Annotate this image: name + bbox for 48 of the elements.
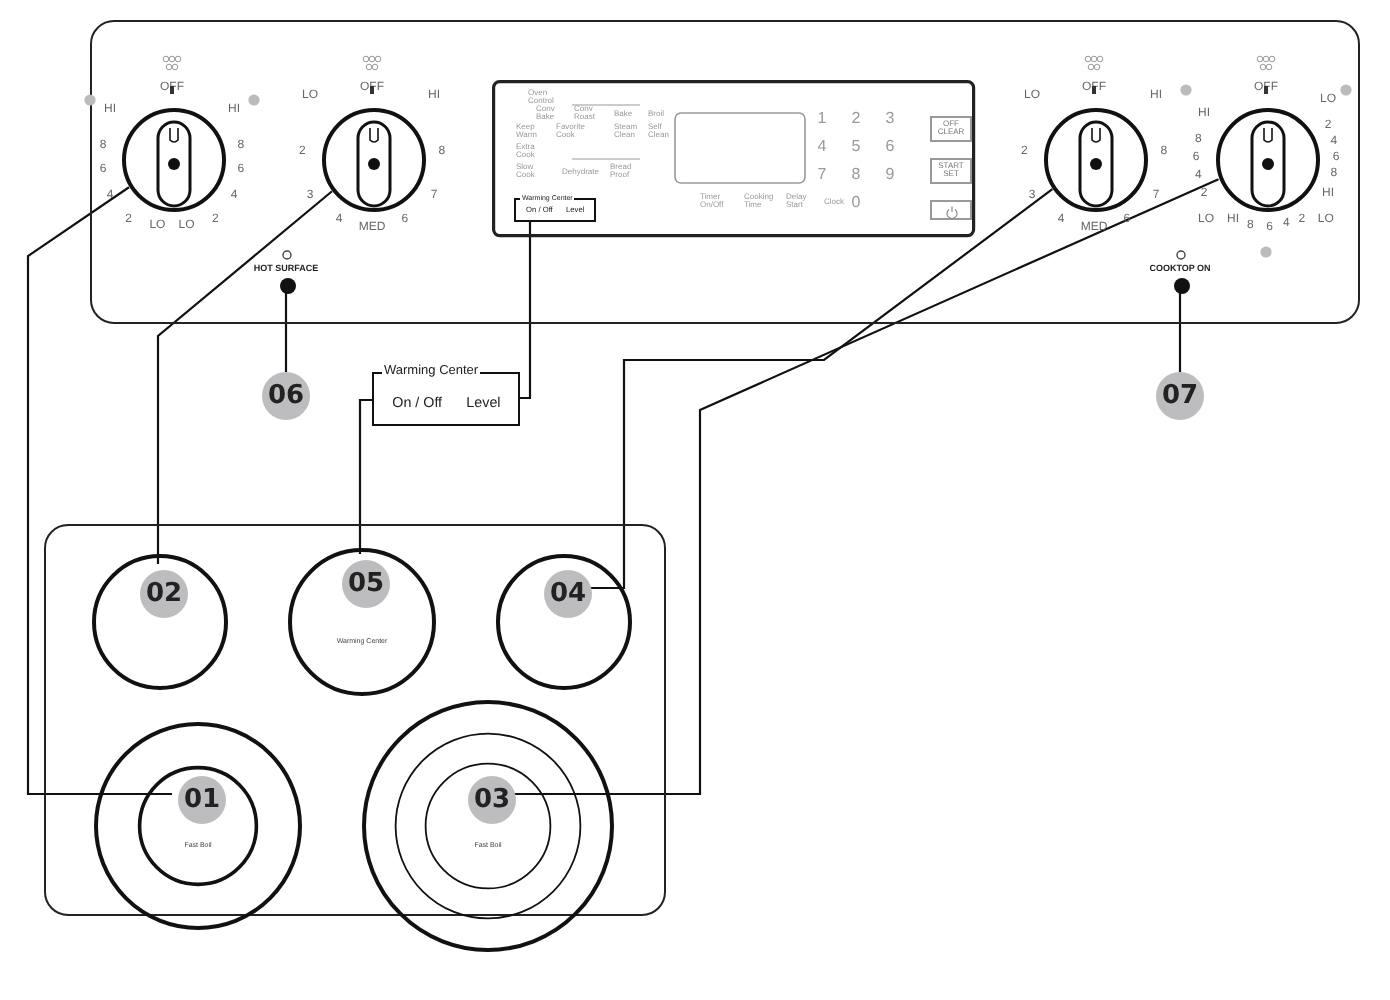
keypad-digit: 2 [851, 109, 861, 127]
callout-label: 07 [1161, 381, 1199, 411]
leader-line [520, 220, 532, 400]
leader-line [586, 188, 1053, 590]
callout-number [140, 570, 188, 618]
callout-number [262, 372, 310, 420]
callout-label: 01 [183, 785, 221, 815]
burner-ring [92, 554, 228, 690]
indicator-light [1174, 278, 1190, 294]
callout-number [1156, 372, 1204, 420]
control-knob [1216, 108, 1320, 212]
burner-ring [362, 700, 614, 952]
callout-label: 05 [347, 569, 385, 599]
keypad-digit: 1 [817, 109, 827, 127]
keypad-digit: 5 [851, 137, 861, 155]
keypad-digit: 3 [885, 109, 895, 127]
keypad-digit: 6 [885, 137, 895, 155]
control-panel [90, 20, 1360, 324]
keypad-digit: 9 [885, 165, 895, 183]
keypad-key [930, 200, 972, 220]
callout-number [178, 776, 226, 824]
keypad-digit: 8 [851, 165, 861, 183]
control-knob [1044, 108, 1148, 212]
leader-line [284, 292, 288, 372]
leader-line [26, 186, 172, 796]
callout-number [342, 560, 390, 608]
leader-line [358, 398, 372, 554]
callout-label: 04 [549, 579, 587, 609]
keypad-digit: 4 [817, 137, 827, 155]
burner-ring [94, 722, 302, 930]
callout-label: 06 [267, 381, 305, 411]
burner-ring [288, 548, 436, 696]
callout-label: 03 [473, 785, 511, 815]
control-knob [122, 108, 226, 212]
control-knob [322, 108, 426, 212]
burner-ring [496, 554, 632, 690]
keypad-key [930, 116, 972, 142]
callout-number [468, 776, 516, 824]
indicator-light [280, 278, 296, 294]
callout-label: 02 [145, 579, 183, 609]
keypad-digit: 0 [851, 193, 861, 211]
leader-line [156, 190, 333, 564]
leader-line [1178, 292, 1182, 372]
warming-center-control [514, 198, 596, 222]
keypad-key [930, 158, 972, 184]
callout-number [544, 570, 592, 618]
keypad-digit: 7 [817, 165, 827, 183]
leader-line [510, 178, 1219, 796]
